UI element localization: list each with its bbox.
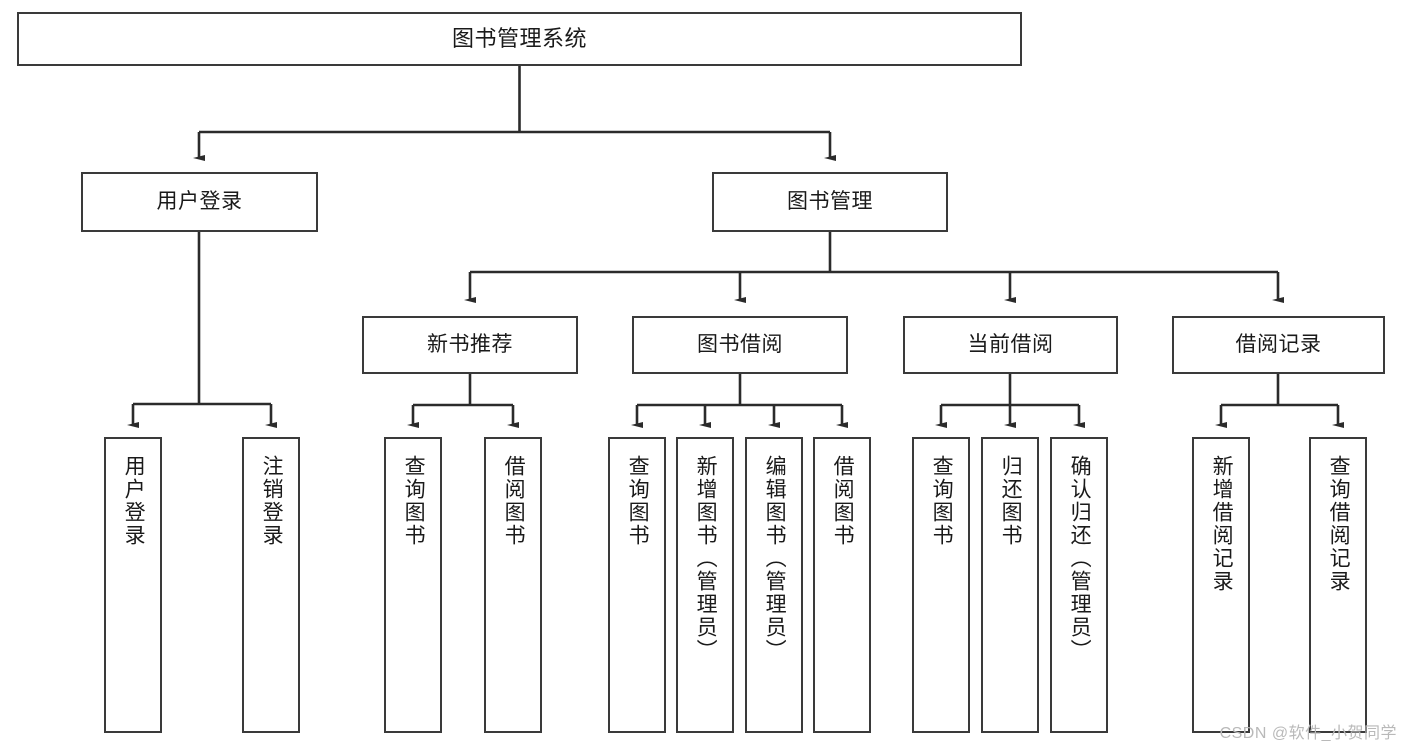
node-label: 图书管理 xyxy=(787,190,873,214)
node-label: 新书推荐 xyxy=(427,333,513,357)
node-new-book-recommend[interactable]: 新书推荐 xyxy=(362,316,578,374)
node-label: 图书管理系统 xyxy=(451,25,587,51)
node-label: 编辑图书（管理员） xyxy=(763,455,787,662)
node-label: 查询图书 xyxy=(626,455,650,547)
node-label: 新增借阅记录 xyxy=(1210,455,1234,593)
leaf-add-borrow-record[interactable]: 新增借阅记录 xyxy=(1192,437,1250,733)
node-label: 用户登录 xyxy=(122,455,146,547)
node-root-system[interactable]: 图书管理系统 xyxy=(17,12,1022,66)
leaf-edit-book-admin[interactable]: 编辑图书（管理员） xyxy=(745,437,803,733)
leaf-logout[interactable]: 注销登录 xyxy=(242,437,300,733)
leaf-borrow-book-recommend[interactable]: 借阅图书 xyxy=(484,437,542,733)
node-label: 借阅图书 xyxy=(502,455,526,547)
node-book-borrow[interactable]: 图书借阅 xyxy=(632,316,848,374)
node-label: 注销登录 xyxy=(260,455,284,547)
node-label: 归还图书 xyxy=(999,455,1023,547)
leaf-user-login[interactable]: 用户登录 xyxy=(104,437,162,733)
node-book-management[interactable]: 图书管理 xyxy=(712,172,948,232)
node-label: 查询借阅记录 xyxy=(1327,455,1351,593)
leaf-query-book-borrow[interactable]: 查询图书 xyxy=(608,437,666,733)
node-borrow-record[interactable]: 借阅记录 xyxy=(1172,316,1385,374)
node-user-login[interactable]: 用户登录 xyxy=(81,172,318,232)
leaf-return-book[interactable]: 归还图书 xyxy=(981,437,1039,733)
node-label: 借阅记录 xyxy=(1235,333,1322,357)
leaf-borrow-book[interactable]: 借阅图书 xyxy=(813,437,871,733)
leaf-confirm-return-admin[interactable]: 确认归还（管理员） xyxy=(1050,437,1108,733)
node-label: 当前借阅 xyxy=(967,333,1054,357)
node-label: 新增图书（管理员） xyxy=(694,455,718,662)
node-label: 查询图书 xyxy=(402,455,426,547)
leaf-query-book-recommend[interactable]: 查询图书 xyxy=(384,437,442,733)
node-label: 图书借阅 xyxy=(697,333,783,357)
leaf-query-book-current[interactable]: 查询图书 xyxy=(912,437,970,733)
node-current-borrow[interactable]: 当前借阅 xyxy=(903,316,1118,374)
node-label: 借阅图书 xyxy=(831,455,855,547)
node-label: 确认归还（管理员） xyxy=(1068,455,1092,662)
node-label: 用户登录 xyxy=(156,190,243,214)
watermark-text: CSDN @软件_小贺同学 xyxy=(1219,725,1397,742)
node-label: 查询图书 xyxy=(930,455,954,547)
leaf-add-book-admin[interactable]: 新增图书（管理员） xyxy=(676,437,734,733)
leaf-query-borrow-record[interactable]: 查询借阅记录 xyxy=(1309,437,1367,733)
